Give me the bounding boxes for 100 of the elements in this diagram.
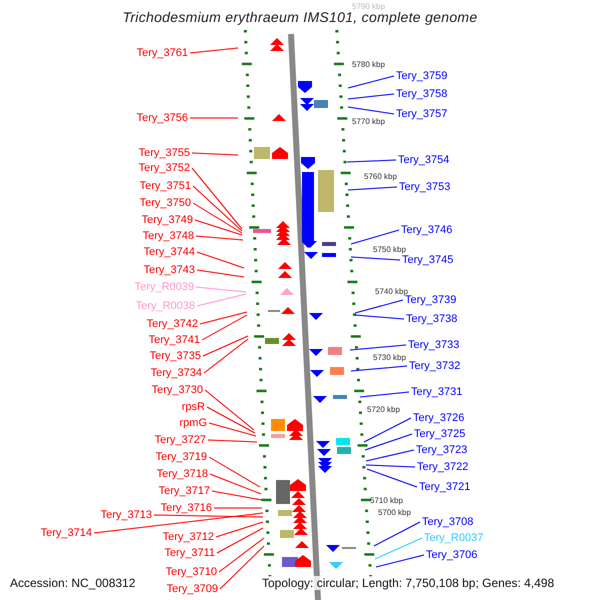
gene-label: Tery_3711 (164, 547, 215, 559)
gene-label: rpsR (182, 401, 205, 413)
gene-label: Tery_3726 (413, 412, 464, 424)
leader-line (196, 236, 244, 240)
leader-line (364, 434, 412, 450)
gene-label: Tery_3745 (402, 254, 454, 266)
leader-line (212, 490, 262, 500)
position-label: 5790 kbp (352, 2, 385, 11)
genome-info-text: Accession: NC_008312 (10, 576, 136, 590)
gene-label: Tery_3739 (405, 294, 456, 306)
leader-line (210, 474, 262, 494)
leader-line (376, 554, 424, 568)
gene-label: Tery_3708 (422, 516, 474, 528)
gene-label: Tery_3733 (408, 339, 460, 351)
position-label: 5710 kbp (370, 496, 403, 505)
gene-label: Tery_3751 (140, 180, 191, 192)
gene-label: Tery_3716 (160, 502, 212, 514)
leader-line (366, 468, 418, 488)
leader-line (194, 220, 242, 236)
leader-line (200, 312, 248, 324)
gene-label: Tery_3721 (419, 481, 470, 493)
gene-label: Tery_3719 (156, 451, 207, 463)
gene-label: Tery_3743 (144, 264, 195, 276)
gene-label: Tery_3727 (154, 434, 206, 446)
position-label: 5730 kbp (373, 353, 406, 362)
gene-label: Tery_3757 (396, 108, 448, 120)
position-label: 5750 kbp (373, 245, 406, 254)
leader-line (348, 106, 394, 114)
leader-line (218, 538, 264, 572)
leader-line (366, 450, 414, 462)
gene-label: Tery_3717 (158, 485, 210, 497)
gene-label: Tery_3761 (136, 47, 188, 59)
gene-label: Tery_3752 (138, 162, 190, 174)
gene-label: Tery_3730 (152, 384, 203, 396)
leader-line (202, 336, 248, 356)
gene-label: Tery_3722 (417, 461, 468, 473)
gene-label: Tery_3709 (166, 583, 218, 595)
leader-line (206, 406, 256, 434)
leader-line (350, 366, 408, 372)
leader-line (192, 168, 242, 230)
gene-label: Tery_R0039 (134, 281, 194, 293)
leader-line (192, 152, 238, 156)
gene-label: Tery_R0038 (136, 300, 195, 312)
leader-line (190, 48, 238, 54)
leader-line (192, 202, 242, 234)
leader-line (208, 440, 258, 442)
gene-label: Tery_3725 (414, 428, 466, 440)
position-label: 5740 kbp (375, 287, 408, 296)
leader-line (366, 464, 416, 468)
leader-line (374, 538, 422, 560)
gene-label: Tery_3753 (399, 181, 450, 193)
leader-line (192, 186, 242, 232)
leader-line (350, 256, 400, 260)
leader-line (202, 314, 248, 340)
gene-label: Tery_3732 (409, 360, 460, 372)
leader-line (216, 528, 264, 554)
position-label: 5760 kbp (364, 172, 397, 181)
gene-label: Tery_3713 (100, 509, 152, 521)
leader-line (374, 522, 420, 546)
gene-label: Tery_3735 (150, 350, 201, 362)
leader-line (204, 390, 254, 430)
position-label: 5780 kbp (352, 60, 385, 69)
gene-label: Tery_3723 (416, 444, 468, 456)
gene-label: Tery_3758 (396, 88, 448, 100)
leader-line (360, 392, 410, 398)
gene-label: Tery_3746 (401, 224, 452, 236)
gene-label: Tery_3755 (138, 147, 190, 159)
gene-label: Tery_3756 (136, 112, 188, 124)
leader-line (348, 94, 394, 100)
gene-label: Tery_3712 (162, 531, 214, 543)
leader-line (196, 286, 246, 292)
gene-label: Tery_3738 (406, 313, 458, 325)
gene-label: Tery_3734 (150, 367, 202, 379)
gene-label: Tery_3750 (140, 197, 191, 209)
leader-line (350, 344, 406, 350)
leader-line (348, 186, 398, 190)
leader-line (208, 422, 256, 436)
gene-label: Tery_3741 (148, 334, 200, 346)
gene-label: Tery_3744 (144, 246, 195, 258)
leader-line (208, 456, 260, 488)
position-label: 5700 kbp (378, 508, 411, 517)
gene-label: Tery_3748 (142, 230, 194, 242)
position-label: 5720 kbp (367, 405, 400, 414)
gene-label: Tery_3714 (40, 527, 92, 539)
gene-label: Tery_3749 (142, 214, 193, 226)
leader-line (346, 160, 396, 162)
leader-line (220, 546, 264, 590)
gene-label: Tery_3710 (166, 566, 217, 578)
leader-line (348, 76, 394, 88)
genome-info-text: Topology: circular; Length: 7,750,108 bp; Genes: 4,498 (262, 576, 554, 590)
gene-label: Tery_3718 (156, 468, 208, 480)
leader-line (196, 270, 244, 278)
leader-line (154, 514, 264, 518)
leader-line (196, 294, 246, 306)
gene-label: Tery_3754 (398, 154, 450, 166)
gene-label: Tery_3731 (411, 386, 462, 398)
leader-line (216, 522, 264, 538)
gene-label: Tery_R0037 (424, 532, 484, 544)
leader-line (354, 314, 404, 320)
position-label: 5770 kbp (352, 117, 385, 126)
